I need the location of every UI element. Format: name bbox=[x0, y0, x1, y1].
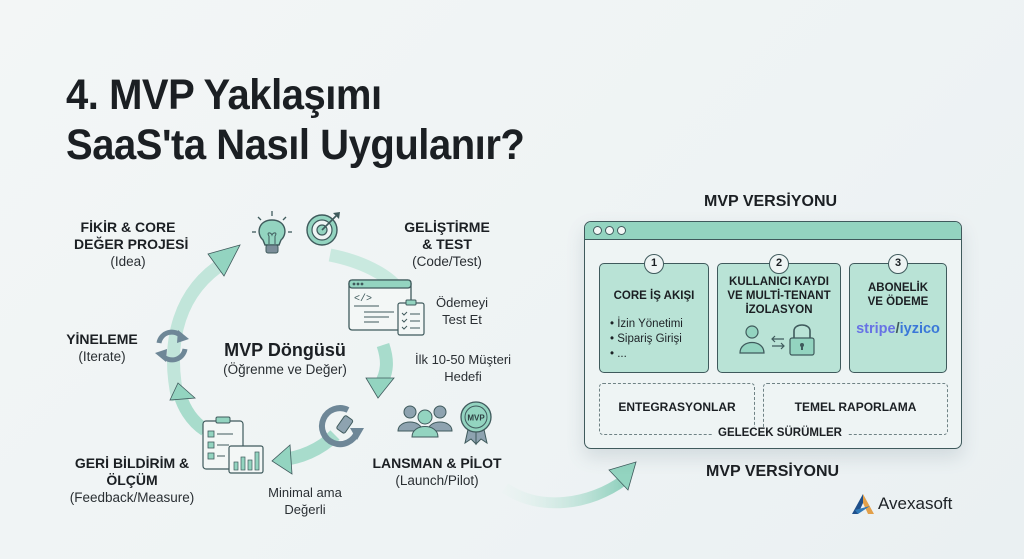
refresh-icon bbox=[155, 329, 189, 363]
checklist-icon bbox=[397, 299, 425, 336]
iyzico-logo: iyzico bbox=[899, 321, 940, 337]
svg-text:</>: </> bbox=[354, 293, 372, 305]
svg-text:MVP: MVP bbox=[467, 414, 485, 423]
title-line-1: 4. MVP Yaklaşımı bbox=[66, 71, 382, 119]
target-icon bbox=[306, 212, 340, 246]
arrow-feedback-to-iterate bbox=[169, 382, 209, 436]
avexasoft-logo-icon bbox=[852, 494, 874, 514]
rocket-cycle-icon bbox=[319, 405, 364, 448]
cycle-center-label: MVP Döngüsü (Öğrenme ve Değer) bbox=[223, 340, 347, 377]
stripe-logo: stripe bbox=[856, 321, 896, 337]
note-first-customers: İlk 10-50 Müşteri Hedefi bbox=[414, 352, 512, 384]
future-basic-reporting: TEMEL RAPORLAMA bbox=[763, 383, 948, 435]
card-core-workflow: 1 CORE İŞ AKIŞI • İzin Yönetimi • Sipari… bbox=[599, 254, 709, 373]
stage-feedback-label: GERİ BİLDİRİM & ÖLÇÜM (Feedback/Measure) bbox=[69, 455, 195, 505]
user-lock-icon bbox=[739, 324, 815, 356]
arrow-iterate-to-idea bbox=[167, 244, 241, 402]
mvp-panel-title-bottom: MVP VERSİYONU bbox=[706, 463, 840, 480]
arrow-to-mvp-panel bbox=[501, 461, 637, 509]
window-dot-icon bbox=[617, 226, 626, 235]
title-line-2: SaaS'ta Nasıl Uygulanır? bbox=[66, 121, 525, 169]
users-icon bbox=[397, 405, 453, 438]
future-integrations: ENTEGRASYONLAR bbox=[599, 383, 755, 435]
mvp-badge-icon: MVP bbox=[460, 401, 492, 446]
lightbulb-icon bbox=[252, 211, 292, 254]
clipboard-chart-icon bbox=[202, 416, 264, 474]
note-minimal-valuable: Minimal ama Değerli bbox=[268, 485, 342, 517]
card-subscription-payment: 3 ABONELİK VE ÖDEME stripe/iyzico bbox=[849, 254, 947, 373]
future-versions-label: GELECEK SÜRÜMLER bbox=[712, 427, 848, 439]
note-payment-test: Ödemeyi Test Et bbox=[435, 295, 489, 327]
payment-providers: stripe/iyzico bbox=[856, 321, 940, 337]
mvp-panel-title-top: MVP VERSİYONU bbox=[704, 193, 838, 210]
stage-launch-label: LANSMAN & PİLOT (Launch/Pilot) bbox=[372, 455, 502, 488]
stage-build-label: GELİŞTİRME & TEST (Code/Test) bbox=[404, 219, 490, 269]
brand-logo: Avexasoft bbox=[852, 494, 952, 514]
core-workflow-list: • İzin Yönetimi • Sipariş Girişi • ... bbox=[610, 318, 683, 360]
card-user-tenant: 2 KULLANICI KAYDI VE MULTİ-TENANT İZOLAS… bbox=[717, 254, 841, 373]
stage-idea-label: FİKİR & CORE DEĞER PROJESİ (Idea) bbox=[74, 219, 189, 269]
stage-iterate-label: YİNELEME (Iterate) bbox=[66, 331, 138, 364]
window-dot-icon bbox=[605, 226, 614, 235]
mvp-window: 1 CORE İŞ AKIŞI • İzin Yönetimi • Sipari… bbox=[584, 221, 962, 449]
page-title: 4. MVP Yaklaşımı SaaS'ta Nasıl Uygulanır… bbox=[66, 70, 525, 170]
window-dot-icon bbox=[593, 226, 602, 235]
window-titlebar bbox=[585, 222, 961, 240]
code-window-icon: </> bbox=[348, 279, 412, 331]
